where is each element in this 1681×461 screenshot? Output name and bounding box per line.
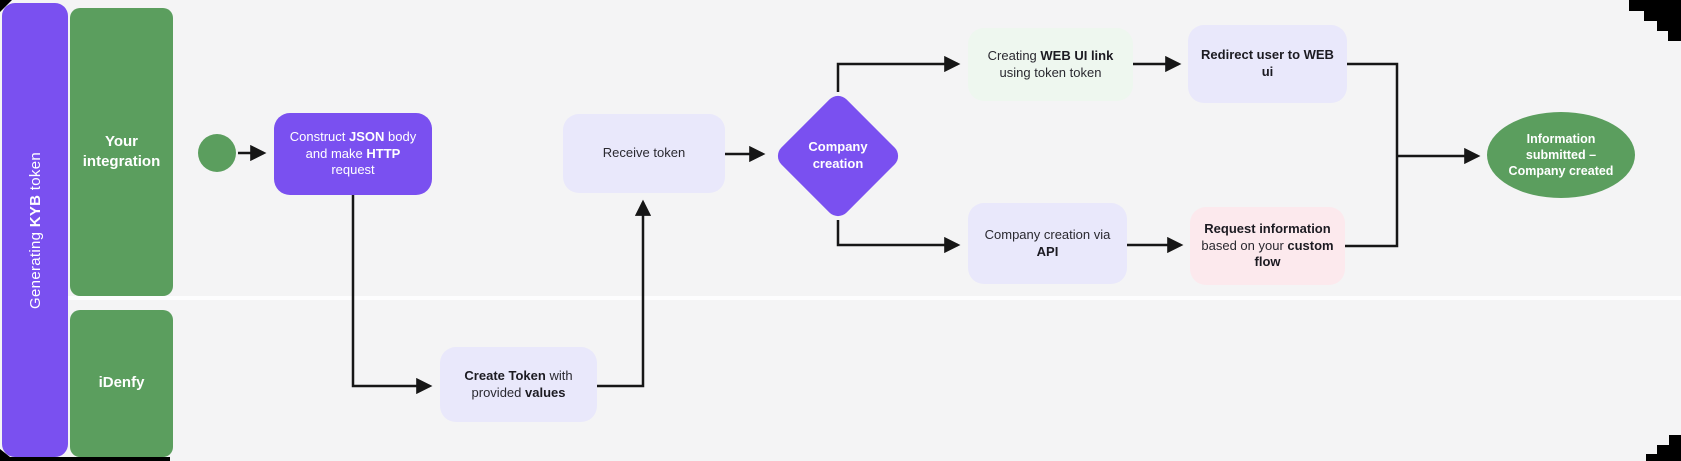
start-node (198, 134, 236, 172)
node-request-information: Request information based on your custom… (1190, 207, 1345, 285)
node-construct-request: Construct JSON body and make HTTP reques… (274, 113, 432, 195)
node-label: Information submitted – Company created (1508, 131, 1614, 179)
lane-header-your-integration: Your integration (70, 8, 173, 296)
node-label: Creating WEB UI link using token token (987, 47, 1114, 80)
diagram-title-bar: Generating KYB token (2, 3, 68, 457)
node-receive-token: Receive token (563, 114, 725, 193)
node-create-token: Create Token with provided values (440, 347, 597, 422)
node-label: Company creation via API (984, 226, 1111, 259)
node-label: Redirect user to WEB ui (1201, 47, 1334, 79)
lane-label: Your integration (82, 132, 161, 170)
lane-header-idenfy: iDenfy (70, 310, 173, 457)
node-label: Request information based on your custom… (1201, 220, 1334, 270)
diagram-title: Generating KYB token (26, 151, 44, 309)
node-label: Company creation (808, 139, 868, 171)
node-label: Receive token (602, 145, 686, 161)
end-node: Information submitted – Company created (1487, 112, 1635, 198)
node-label: Construct JSON body and make HTTP reques… (289, 128, 417, 178)
node-web-ui-link: Creating WEB UI link using token token (968, 28, 1133, 101)
node-label: Create Token with provided values (464, 367, 573, 400)
lane-divider (66, 296, 1681, 300)
lane-label: iDenfy (98, 374, 145, 392)
node-redirect-web-ui: Redirect user to WEB ui (1188, 25, 1347, 103)
node-creation-via-api: Company creation via API (968, 203, 1127, 284)
node-company-creation: Company creation (788, 110, 888, 202)
